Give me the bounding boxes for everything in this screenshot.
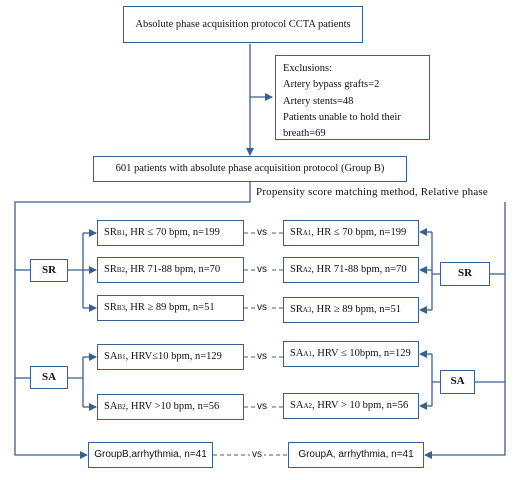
sa-right-hub: SA — [440, 370, 475, 394]
connector-sr-branch — [68, 233, 84, 308]
sr-right-hub: SR — [440, 262, 490, 286]
group-b-arrhythmia-box: GroupB,arrhythmia, n=41 — [88, 442, 213, 468]
ccta-patients-box: Absolute phase acquisition protocol CCTA… — [123, 6, 363, 43]
group-b-box: 601 patients with absolute phase acquisi… — [93, 156, 407, 182]
exclusions-title: Exclusions: — [283, 63, 332, 74]
connector-sa-branch — [68, 357, 84, 407]
exclusion-line: breath=69 — [283, 128, 326, 140]
vs-label-sr2: vs — [255, 264, 269, 276]
exclusion-line: Artery bypass grafts=2 — [283, 79, 380, 91]
vs-label-sr1: vs — [255, 227, 269, 239]
vs-label-arrhythmia: vs — [250, 449, 264, 461]
ccta-patients-text: Absolute phase acquisition protocol CCTA… — [135, 18, 351, 30]
connector-right-trunk — [424, 202, 506, 459]
group-b-text: 601 patients with absolute phase acquisi… — [115, 163, 385, 175]
method-label: Propensity score matching method, Relati… — [256, 186, 488, 198]
exclusions-box: Exclusions: Artery bypass grafts=2 Arter… — [275, 55, 430, 140]
exclusion-line: Patients unable to hold their — [283, 111, 401, 123]
vs-label-sa2: vs — [255, 401, 269, 413]
exclusion-line: Artery stents=48 — [283, 95, 354, 107]
sa-left-hub: SA — [30, 366, 68, 389]
connector-groupb-to-left-trunk — [14, 182, 251, 459]
vs-label-sr3: vs — [255, 302, 269, 314]
vs-label-sa1: vs — [255, 351, 269, 363]
group-a-arrhythmia-box: GroupA, arrhythmia, n=41 — [288, 442, 424, 468]
sr-left-hub: SR — [30, 259, 68, 282]
